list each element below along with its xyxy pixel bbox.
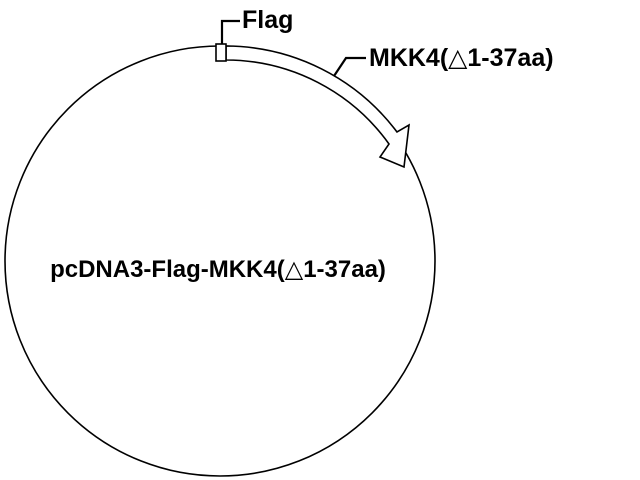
mkk4-label: MKK4(△1-37aa): [369, 44, 554, 72]
flag-leader-line: [220, 19, 240, 44]
flag-label: Flag: [242, 6, 293, 34]
plasmid-name-label: pcDNA3-Flag-MKK4(△1-37aa): [50, 256, 386, 283]
flag-feature-box: [215, 43, 227, 62]
mkk4-leader-line: [333, 56, 366, 77]
mkk4-feature-arrow: [225, 45, 410, 169]
